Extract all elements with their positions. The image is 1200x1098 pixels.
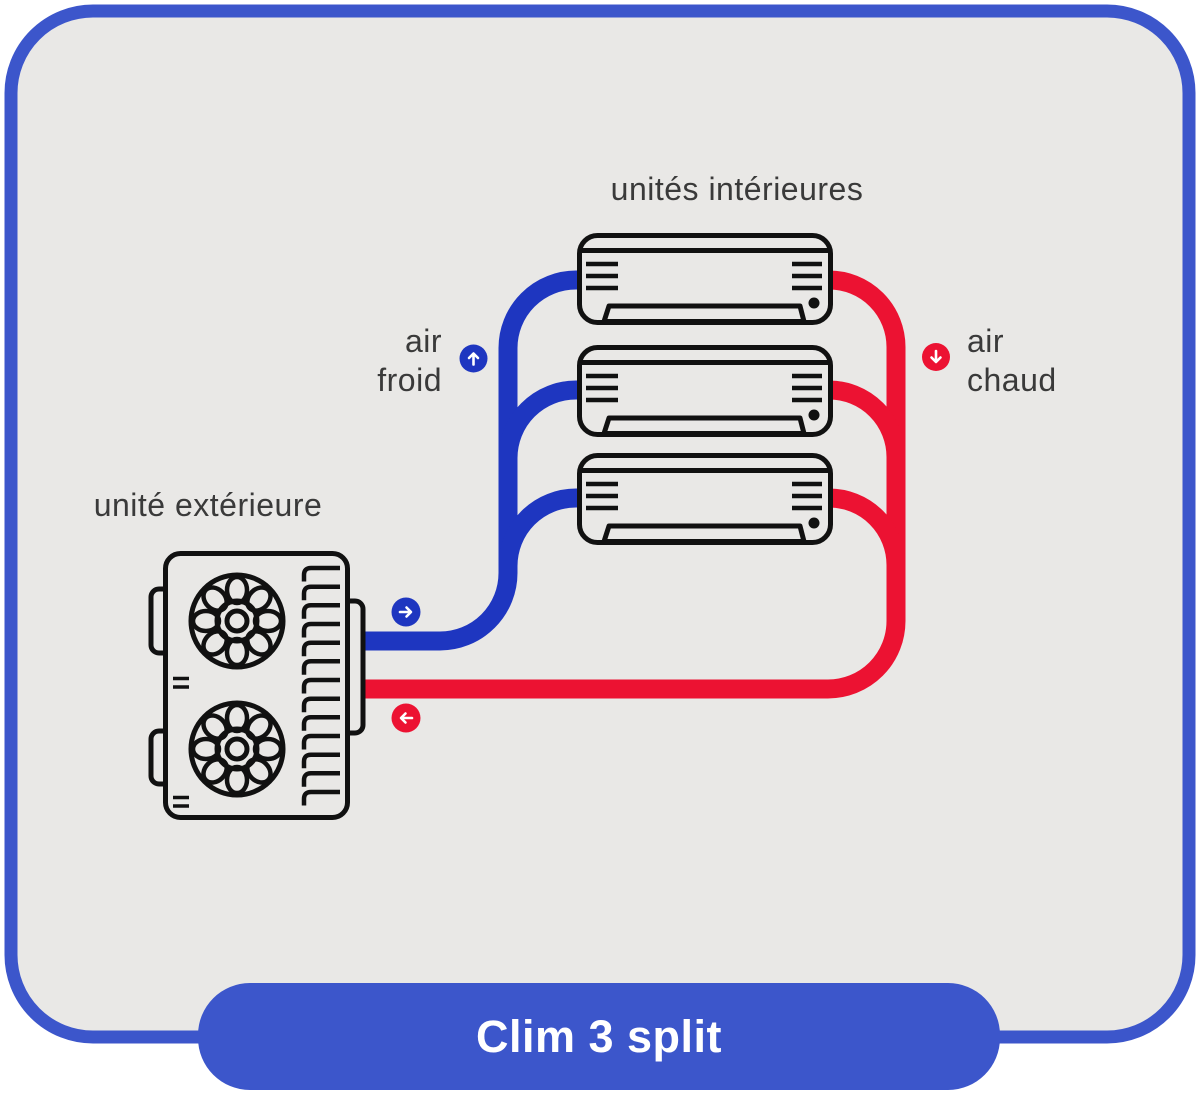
outdoor-unit [148,551,366,820]
diagram-title: Clim 3 split [476,1011,722,1062]
cold-pipe-branch-2 [498,380,582,459]
outdoor-unit-body [163,551,350,820]
hot-air-pipes [352,270,906,699]
cold-air-label: air froid [377,323,442,398]
svg-text:air: air [405,323,442,359]
hot-air-label: air chaud [967,323,1057,398]
outdoor-unit-mark-bottom [173,795,189,808]
indoor-unit-2 [580,348,831,435]
indoor-units-title: unités intérieures [611,171,864,207]
cold-air-up-badge [459,344,488,373]
title-banner [198,983,1000,1090]
svg-text:chaud: chaud [967,362,1057,398]
hot-pipe-branch-2 [828,380,906,458]
cold-air-pipes [352,270,582,651]
indoor-unit-3 [580,456,831,543]
hot-pipe-main [352,270,906,699]
hot-pipe-branch-3 [828,488,906,566]
indoor-unit-1 [580,236,831,323]
cold-pipe-branch-3 [498,488,582,567]
outdoor-outlet-badge [391,597,421,627]
outdoor-unit-mark-top [173,676,189,689]
cold-pipe-main [352,270,582,651]
svg-text:froid: froid [377,362,442,398]
outdoor-return-badge [391,703,421,733]
svg-text:air: air [967,323,1004,359]
hot-air-down-badge [922,343,950,371]
outdoor-unit-title: unité extérieure [94,487,323,523]
